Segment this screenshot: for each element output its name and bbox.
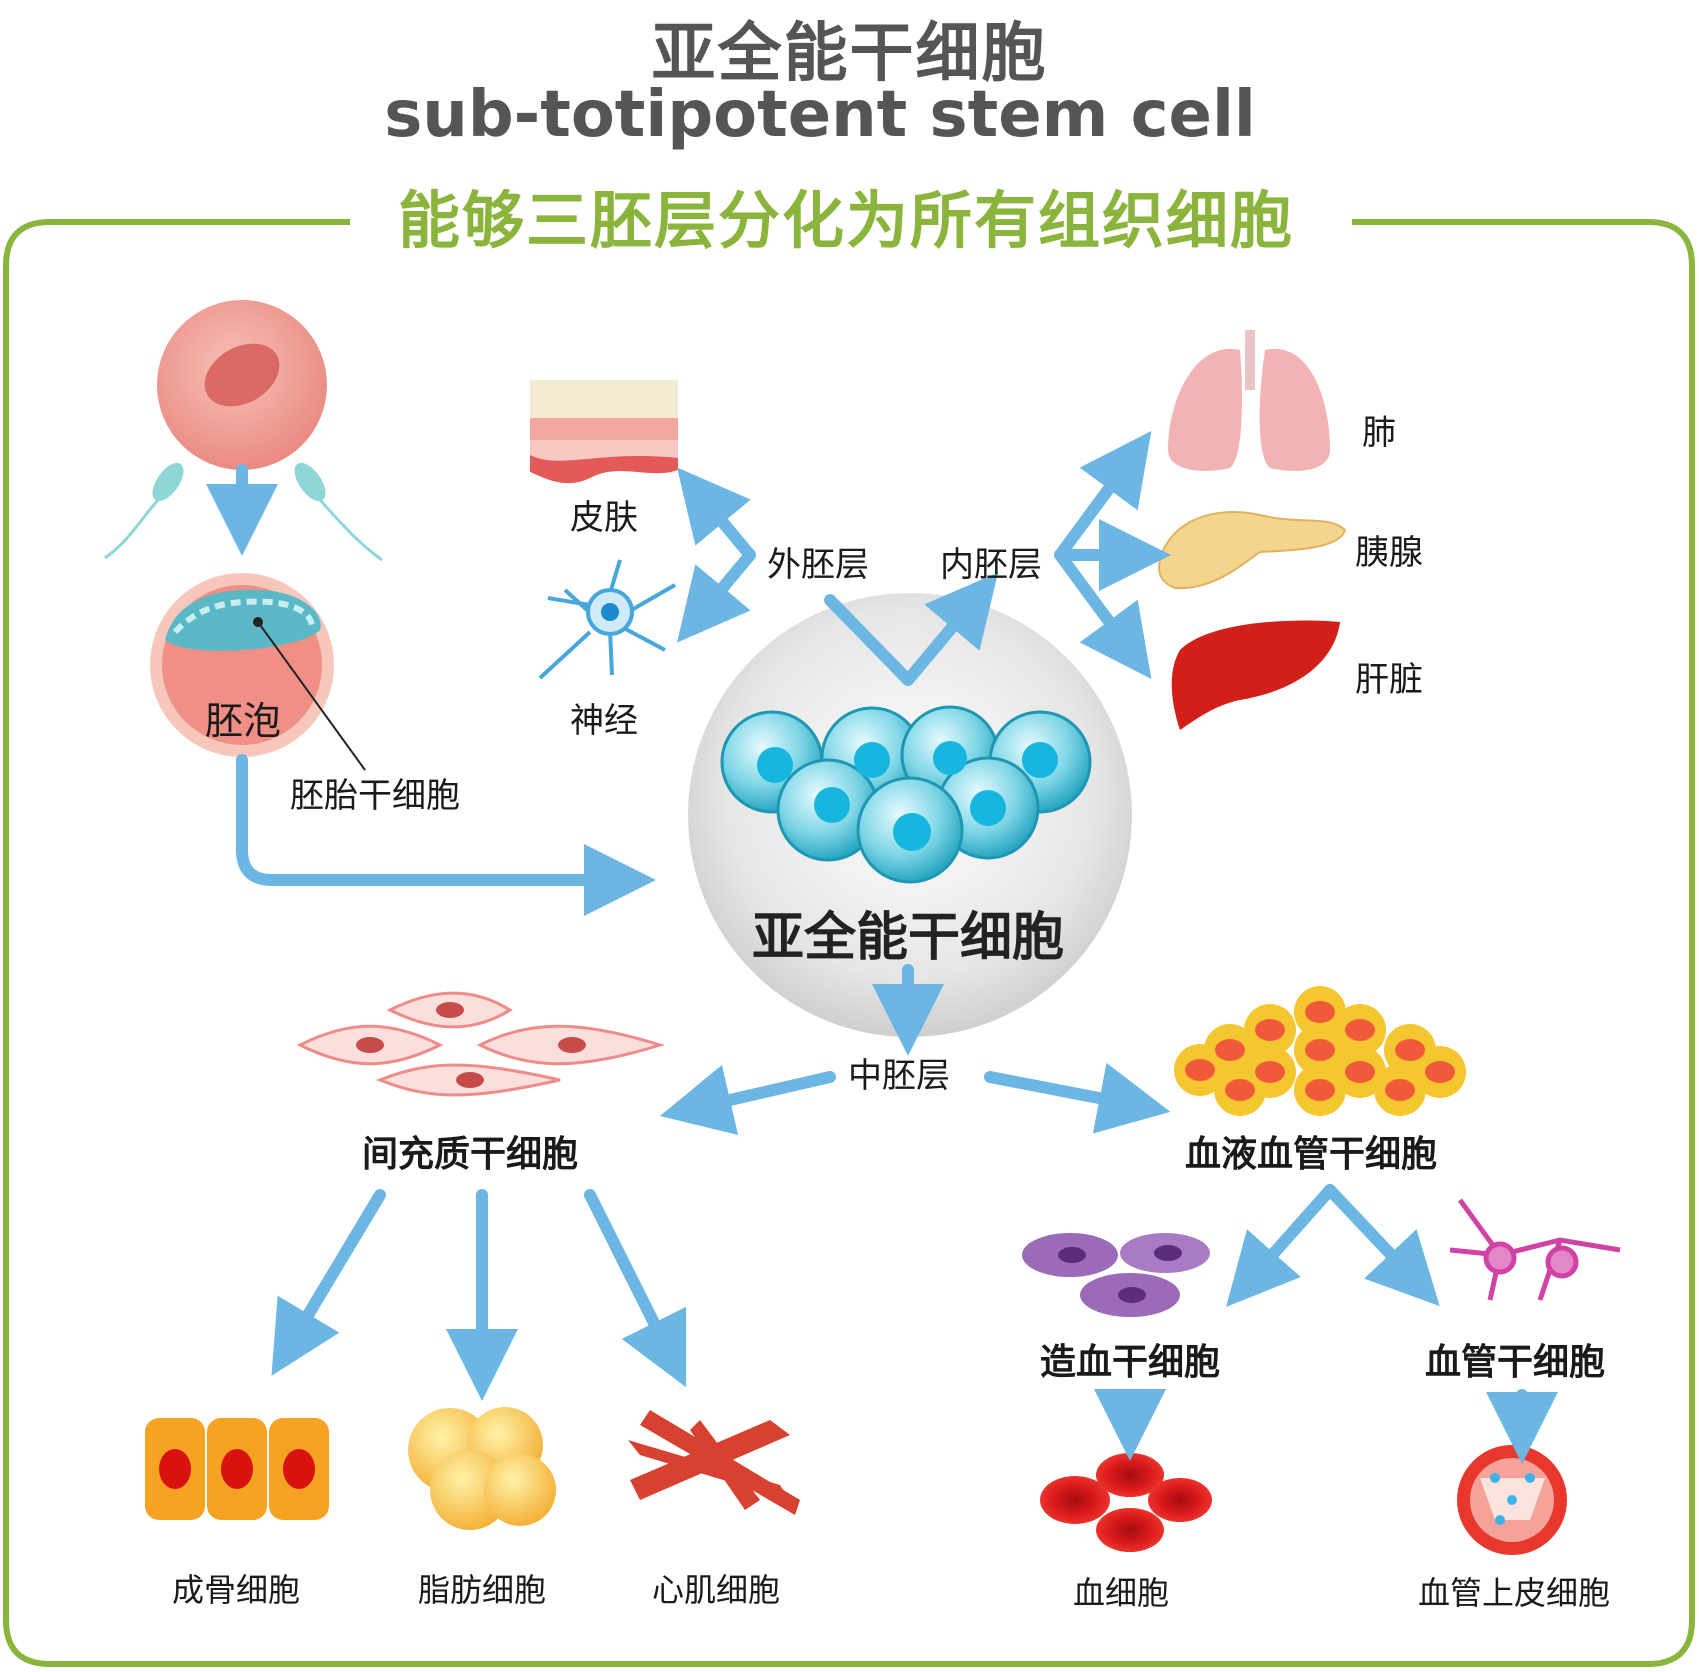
mesoderm-label: 中胚层 bbox=[848, 1056, 950, 1096]
lung-icon bbox=[1168, 330, 1330, 471]
blastocyst-label: 胚泡 bbox=[205, 699, 282, 743]
hematopoietic-label: 造血干细胞 bbox=[1040, 1342, 1221, 1383]
hematopoietic-cell-icon bbox=[1022, 1233, 1210, 1317]
neuron-icon bbox=[538, 559, 676, 680]
pancreas-label: 胰腺 bbox=[1355, 533, 1423, 573]
red-blood-cell-icon bbox=[1040, 1453, 1212, 1552]
blood-cell-label: 血细胞 bbox=[1073, 1574, 1170, 1612]
vascular-cell-icon bbox=[1449, 1198, 1621, 1301]
vessel-icon bbox=[1457, 1445, 1567, 1555]
center-stem-cell-label: 亚全能干细胞 bbox=[752, 908, 1065, 968]
stem-cell-cluster-icon bbox=[720, 705, 1092, 884]
endoderm-label: 内胚层 bbox=[940, 545, 1042, 585]
muscle-cell-label: 心肌细胞 bbox=[652, 1571, 781, 1609]
frame bbox=[3, 219, 1695, 1667]
sperm-icon bbox=[104, 462, 383, 562]
pancreas-icon bbox=[1157, 511, 1347, 590]
subtitle: 能够三胚层分化为所有组织细胞 bbox=[380, 170, 1313, 260]
page-title: 亚全能干细胞 bbox=[651, 17, 1048, 91]
fat-cell-icon bbox=[408, 1407, 556, 1530]
page-title-english: sub-totipotent stem cell bbox=[384, 78, 1256, 152]
liver-label: 肝脏 bbox=[1355, 660, 1423, 700]
bone-cell-icon bbox=[145, 1418, 329, 1520]
fat-cell-label: 脂肪细胞 bbox=[418, 1571, 547, 1609]
mesenchymal-label: 间充质干细胞 bbox=[362, 1134, 579, 1175]
hematovascular-label: 血液血管干细胞 bbox=[1185, 1134, 1438, 1175]
lung-label: 肺 bbox=[1362, 413, 1396, 453]
skin-icon bbox=[530, 380, 678, 484]
egg-cell-icon bbox=[157, 300, 327, 470]
vascular-stem-label: 血管干细胞 bbox=[1425, 1342, 1606, 1383]
endothelial-cell-label: 血管上皮细胞 bbox=[1418, 1574, 1611, 1612]
arrows bbox=[206, 431, 1558, 1464]
hematovascular-cell-icon bbox=[1174, 986, 1466, 1116]
ectoderm-label: 外胚层 bbox=[767, 545, 869, 585]
nerve-label: 神经 bbox=[570, 701, 638, 741]
liver-icon bbox=[1171, 620, 1340, 730]
embryonic-stem-cell-label: 胚胎干细胞 bbox=[290, 776, 460, 816]
muscle-cell-icon bbox=[628, 1410, 800, 1515]
skin-label: 皮肤 bbox=[570, 498, 638, 538]
bone-cell-label: 成骨细胞 bbox=[172, 1571, 301, 1609]
blastocyst-icon bbox=[150, 573, 366, 771]
